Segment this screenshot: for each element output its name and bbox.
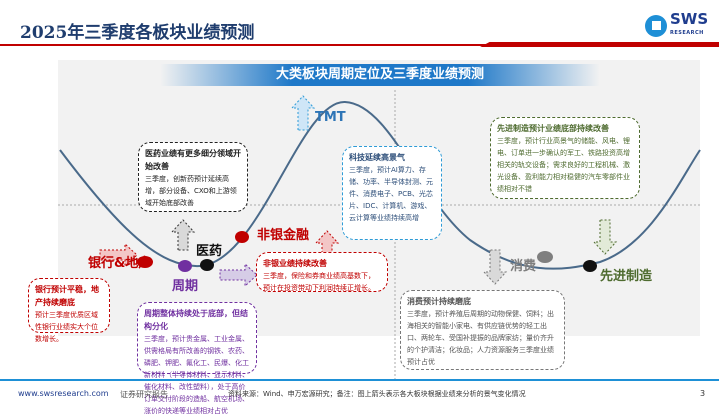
advanced-head: 先进制造预计业绩底部持续改善: [497, 124, 609, 133]
label-tmt: TMT: [315, 110, 346, 125]
arrow-down-icon: [482, 249, 508, 285]
footer-divider: [0, 379, 719, 381]
cycle-body: 三季度，预计贵金属、工业金属、供需格局有所改善的钢铁、农药、磷肥、钾肥、氟化工、…: [144, 335, 249, 415]
footer-source: 资料来源：Wind、申万宏源研究；备注：图上箭头表示各大板块根据业绩来分析的景气…: [228, 390, 526, 398]
pharma-dot: [200, 259, 214, 271]
label-bank: 银行&地产: [88, 256, 152, 271]
cycle-dot: [178, 260, 192, 272]
title-accent: [480, 42, 719, 47]
pharma-head: 医药业绩有更多细分领域开始改善: [145, 149, 241, 171]
page-title: 2025年三季度各板块业绩预测: [20, 23, 255, 43]
title-divider: [0, 44, 719, 46]
bank-head: 银行预计平稳，地产持续磨底: [35, 285, 99, 307]
consumer-head: 消费预计持续磨底: [407, 297, 471, 306]
nonbank-dot: [235, 231, 249, 243]
tmt-box: 科技延续高景气 三季度，预计AI算力、存储、功率、半导体封测、元件、消费电子、P…: [342, 146, 442, 240]
label-nonbank: 非银金融: [257, 228, 310, 243]
footer-url[interactable]: www.swsresearch.com: [18, 389, 109, 398]
arrow-up-icon: [290, 95, 316, 131]
bank-box: 银行预计平稳，地产持续磨底 预计三季度优质区域性银行业绩实大个位数增长。: [28, 278, 110, 343]
arrow-right-icon: [99, 242, 138, 268]
arrow-up-icon: [170, 219, 196, 251]
logo-text: SWS: [670, 10, 709, 28]
pharma-box: 医药业绩有更多细分领域开始改善 三季度，创新药预计延续高增，部分设备、CXO和上…: [138, 142, 248, 212]
advanced-body: 三季度，预计行业高景气的储能、风电、锂电、订单进一步确认的军工、铁路投资高增相关…: [497, 137, 630, 193]
tmt-head: 科技延续高景气: [349, 153, 405, 162]
consumer-body: 三季度，预计养殖后周期的动物保健、饲料；出海相关的智能小家电、有供应链优势的轻工…: [407, 310, 554, 366]
footer-report: 证券研究报告: [120, 390, 168, 399]
diagram-title: 大类板块周期定位及三季度业绩预测: [160, 64, 600, 86]
cycle-head: 周期整体持续处于底部，但结构分化: [144, 309, 248, 331]
label-pharma: 医药: [196, 244, 223, 259]
advanced-dot: [583, 260, 597, 272]
consumer-box: 消费预计持续磨底 三季度，预计养殖后周期的动物保健、饲料；出海相关的智能小家电、…: [400, 290, 565, 370]
page-number: 3: [700, 389, 706, 398]
arrow-down-icon: [592, 219, 618, 255]
advanced-box: 先进制造预计业绩底部持续改善 三季度，预计行业高景气的储能、风电、锂电、订单进一…: [490, 117, 640, 199]
bank-body: 预计三季度优质区域性银行业绩实大个位数增长。: [35, 311, 98, 343]
consumer-dot: [537, 251, 553, 263]
label-consumer: 消费: [510, 259, 537, 274]
bank-dot: [137, 256, 153, 268]
nonbank-body: 三季度，保险和券商业绩高基数下，预计在投资带动下利润持续正增长。: [263, 272, 375, 292]
logo-icon: [645, 15, 667, 37]
pharma-body: 三季度，创新药预计延续高增，部分设备、CXO和上游领域开始底部改善: [145, 175, 237, 207]
label-advanced: 先进制造: [600, 269, 653, 284]
cycle-box: 周期整体持续处于底部，但结构分化 三季度，预计贵金属、工业金属、供需格局有所改善…: [137, 302, 257, 415]
logo-subtext: RESEARCH: [670, 30, 704, 36]
nonbank-box: 非银业绩持续改善 三季度，保险和券商业绩高基数下，预计在投资带动下利润持续正增长…: [256, 252, 388, 292]
label-cycle: 周期: [172, 279, 199, 294]
nonbank-head: 非银业绩持续改善: [263, 259, 327, 268]
sws-logo: SWS RESEARCH: [645, 12, 708, 40]
tmt-body: 三季度，预计AI算力、存储、功率、半导体封测、元件、消费电子、PCB、光芯片、I…: [349, 166, 433, 222]
arrow-right-icon: [219, 262, 258, 288]
